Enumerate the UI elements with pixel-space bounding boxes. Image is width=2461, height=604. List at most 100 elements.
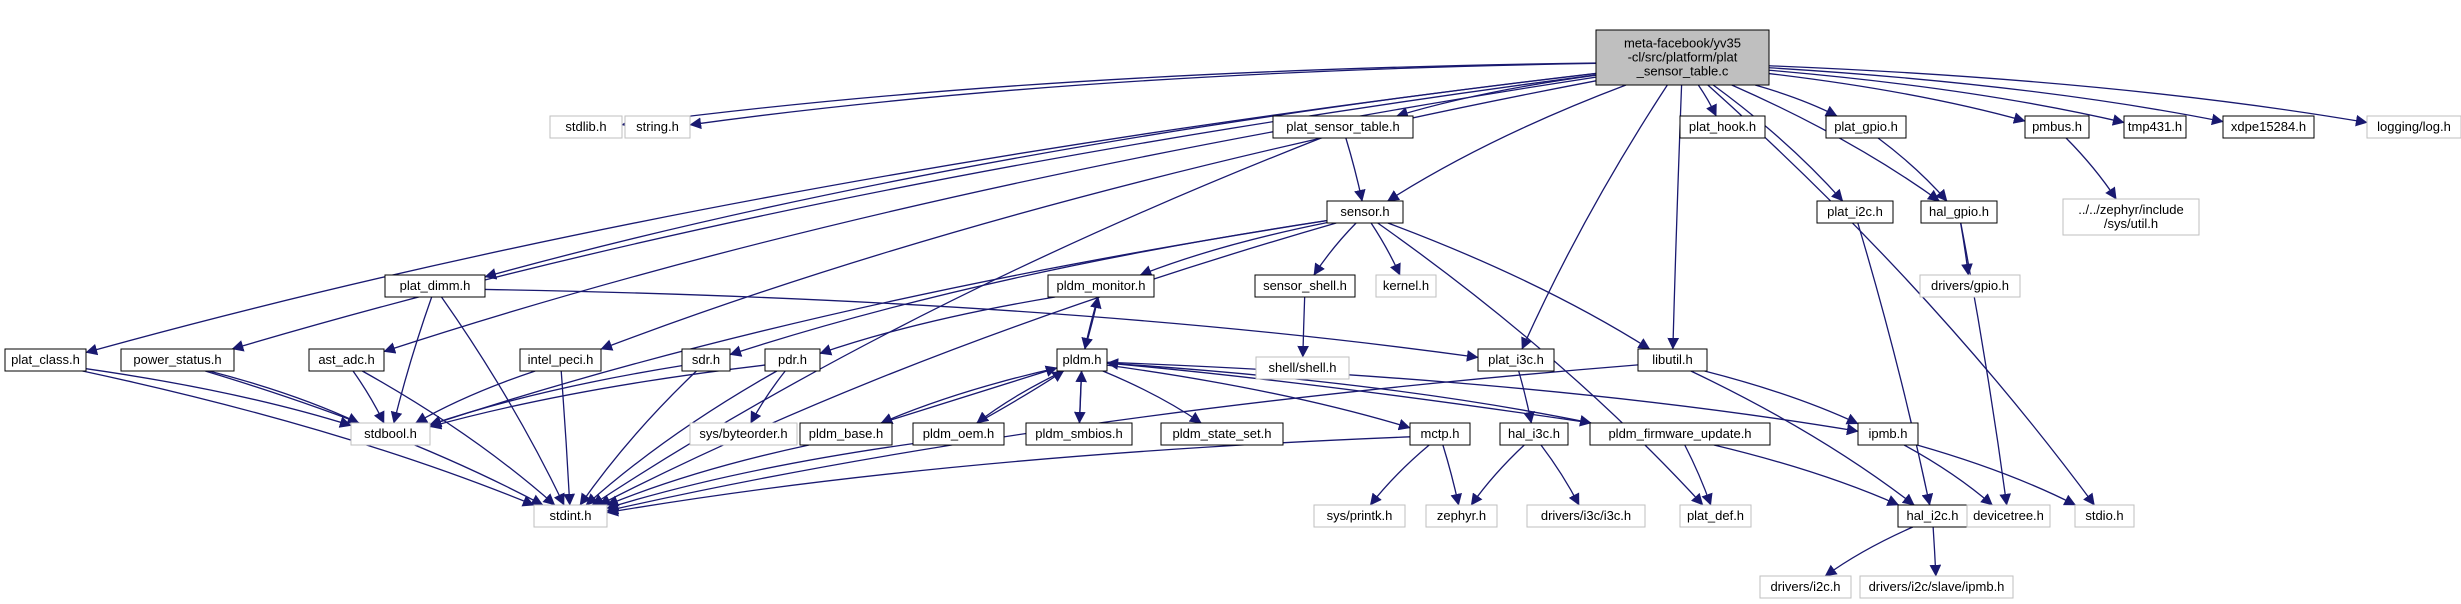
node-pldm-base[interactable]: pldm_base.h: [799, 422, 893, 446]
edge-libutil-to-hal_i2c: [1690, 370, 1915, 506]
node-label: ast_adc.h: [318, 352, 374, 367]
edge-plat_dimm-to-plat_i3c: [484, 288, 1479, 362]
edge-root-to-plat_i3c: [1521, 84, 1668, 350]
node-label: plat_dimm.h: [400, 278, 471, 293]
node-sensor-shell[interactable]: sensor_shell.h: [1254, 274, 1356, 298]
edge-intel_peci-to-stdbool: [415, 370, 536, 424]
node-label: ../../zephyr/include: [2078, 202, 2184, 217]
node-power-status[interactable]: power_status.h: [120, 348, 235, 372]
node-box: [1047, 274, 1155, 298]
edge-power_status-to-stdbool: [208, 370, 360, 424]
node-pldm-oem[interactable]: pldm_oem.h: [912, 422, 1005, 446]
node-label: libutil.h: [1652, 352, 1692, 367]
edge-root-to-sensor: [1387, 84, 1627, 202]
edge-plat_class-to-stdint: [82, 370, 535, 507]
node-intel-peci[interactable]: intel_peci.h: [519, 348, 602, 372]
node-label: sys/byteorder.h: [699, 426, 787, 441]
edge-plat_i2c-to-hal_i2c: [1857, 222, 1934, 506]
node-root[interactable]: meta-facebook/yv35-cl/src/platform/plat_…: [1595, 29, 1770, 86]
node-box: [350, 422, 431, 446]
node-label: pldm_oem.h: [923, 426, 995, 441]
node-pldm[interactable]: pldm.h: [1056, 348, 1108, 372]
node-label: -cl/src/platform/plat: [1628, 50, 1738, 65]
node-label: hal_i2c.h: [1906, 508, 1958, 523]
node-box: [1272, 115, 1414, 139]
edge-hal_gpio-to-devicetree: [1960, 222, 2012, 506]
node-box: [1255, 356, 1350, 380]
node-mctp[interactable]: mctp.h: [1409, 422, 1471, 446]
edge-pldm-to-mctp: [1106, 364, 1411, 431]
node-label: pldm_state_set.h: [1172, 426, 1271, 441]
node-label: plat_sensor_table.h: [1286, 119, 1399, 134]
edge-pldm-to-pldm_state_set: [1102, 370, 1202, 424]
node-box: [1919, 274, 2021, 298]
node-label: plat_hook.h: [1689, 119, 1756, 134]
node-hal-i2c[interactable]: hal_i2c.h: [1897, 504, 1968, 528]
node-pldm-smbios[interactable]: pldm_smbios.h: [1025, 422, 1133, 446]
edge-ast_adc-to-stdbool: [352, 370, 385, 424]
edge-pldm-to-pldm_base: [880, 367, 1058, 424]
node-pmbus[interactable]: pmbus.h: [2024, 115, 2090, 139]
edge-pldm_smbios-to-pldm: [1075, 370, 1088, 424]
node-label: stdbool.h: [364, 426, 417, 441]
edge-root-to-logging_log: [1768, 65, 2368, 127]
node-label: _sensor_table.c: [1636, 64, 1729, 79]
node-tmp431[interactable]: tmp431.h: [2123, 115, 2187, 139]
node-label: xdpe15284.h: [2231, 119, 2306, 134]
node-sys-printk: sys/printk.h: [1313, 504, 1406, 528]
node-stdbool: stdbool.h: [350, 422, 431, 446]
node-label: ipmb.h: [1868, 426, 1907, 441]
node-drivers-i2c: drivers/i2c.h: [1759, 575, 1852, 599]
node-plat-gpio[interactable]: plat_gpio.h: [1825, 115, 1907, 139]
node-xdpe15284[interactable]: xdpe15284.h: [2222, 115, 2315, 139]
edge-sensor-to-kernel: [1370, 222, 1401, 276]
edge-plat_class-to-stdbool: [85, 368, 352, 428]
node-plat-sensor-table-h[interactable]: plat_sensor_table.h: [1272, 115, 1414, 139]
edge-mctp-to-sys_printk: [1369, 444, 1430, 506]
node-label: stdint.h: [550, 508, 592, 523]
node-label: meta-facebook/yv35: [1624, 36, 1741, 51]
node-libutil[interactable]: libutil.h: [1637, 348, 1708, 372]
edge-root-to-intel_peci: [600, 80, 1597, 351]
node-hal-i3c[interactable]: hal_i3c.h: [1499, 422, 1569, 446]
node-box: [1679, 504, 1752, 528]
node-pdr[interactable]: pdr.h: [764, 348, 821, 372]
edge-pldm_base-to-stdint: [606, 444, 810, 507]
edge-hal_i3c-to-zephyr_h: [1470, 444, 1525, 506]
edge-sensor-to-stdint: [598, 222, 1337, 506]
node-label: hal_gpio.h: [1929, 204, 1989, 219]
node-pldm-monitor[interactable]: pldm_monitor.h: [1047, 274, 1155, 298]
node-box: [2366, 115, 2461, 139]
node-box: [1637, 348, 1708, 372]
node-box: [1499, 422, 1569, 446]
node-box: [120, 348, 235, 372]
node-zephyr-h: zephyr.h: [1425, 504, 1498, 528]
node-plat-i2c[interactable]: plat_i2c.h: [1816, 200, 1894, 224]
node-label: drivers/i2c.h: [1770, 579, 1840, 594]
node-plat-class[interactable]: plat_class.h: [4, 348, 87, 372]
edge-pldm_oem-to-stdint: [606, 442, 914, 511]
node-hal-gpio[interactable]: hal_gpio.h: [1920, 200, 1998, 224]
node-box: [1056, 348, 1108, 372]
node-pldm-firmware-update[interactable]: pldm_firmware_update.h: [1589, 422, 1771, 446]
edge-plat_sensor_table_h-to-sensor: [1345, 137, 1366, 202]
edge-root-to-stdio: [1707, 84, 2095, 506]
node-pldm-state-set[interactable]: pldm_state_set.h: [1160, 422, 1284, 446]
node-box: [1589, 422, 1771, 446]
node-sdr[interactable]: sdr.h: [681, 348, 731, 372]
node-string: string.h: [624, 115, 691, 139]
node-plat-dimm[interactable]: plat_dimm.h: [384, 274, 486, 298]
node-stdint: stdint.h: [533, 504, 608, 528]
edge-root-to-power_status: [231, 74, 1597, 352]
node-label: sensor_shell.h: [1263, 278, 1347, 293]
node-plat-hook[interactable]: plat_hook.h: [1679, 115, 1766, 139]
edge-pldm_firmware_update-to-plat_def: [1684, 444, 1713, 506]
node-ipmb[interactable]: ipmb.h: [1857, 422, 1919, 446]
node-plat-i3c[interactable]: plat_i3c.h: [1477, 348, 1555, 372]
node-box: [681, 348, 731, 372]
edge-mctp-to-zephyr_h: [1442, 444, 1462, 506]
node-sensor[interactable]: sensor.h: [1326, 200, 1404, 224]
node-ast-adc[interactable]: ast_adc.h: [308, 348, 385, 372]
node-shell-shell: shell/shell.h: [1255, 356, 1350, 380]
